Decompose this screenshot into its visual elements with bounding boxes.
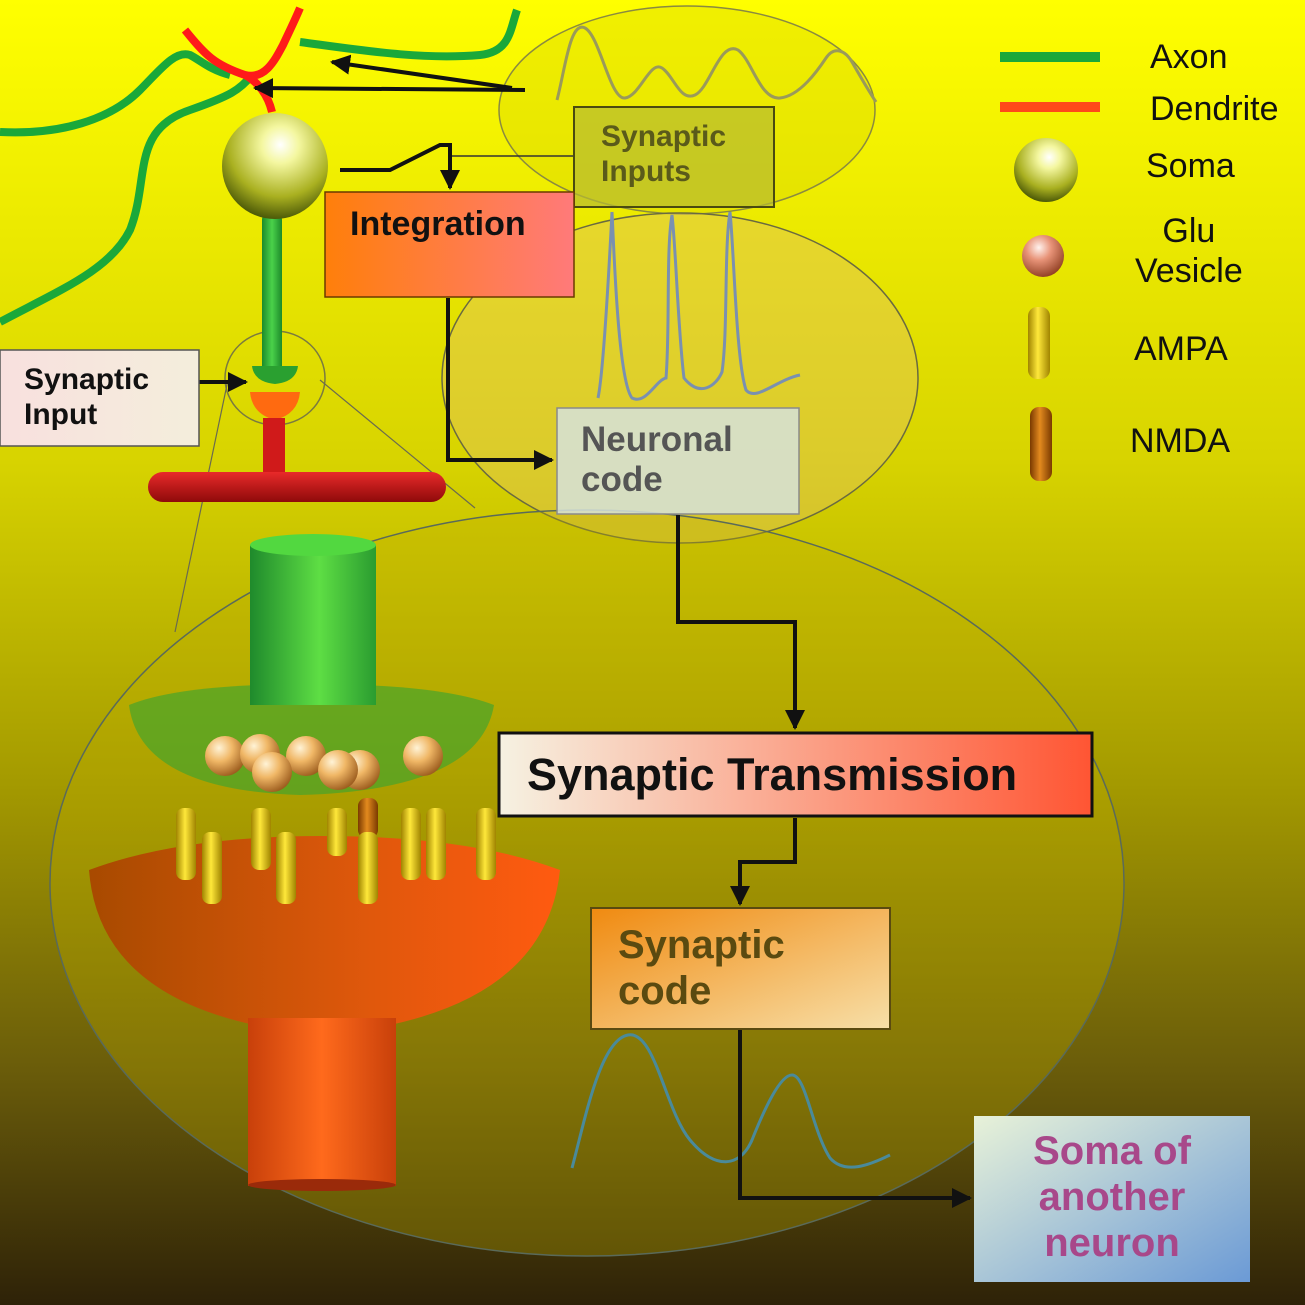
presynaptic-cylinder [250, 545, 376, 705]
transmission-to-synaptic-code-arrow [730, 818, 797, 906]
receptors [176, 798, 496, 904]
axon-path-2 [0, 72, 256, 326]
switch-arrow-to-integration [340, 143, 460, 190]
synaptic-input-box-bg [0, 349, 200, 447]
input-arrow-to-dendrite [253, 78, 526, 99]
synaptic-code-to-soma-arrow [738, 1030, 972, 1208]
vesicle [286, 736, 326, 776]
legend-soma-label: Soma [1146, 147, 1235, 185]
synaptic-transmission-label: Synaptic Transmission [527, 749, 1018, 800]
postsynaptic-cylinder-base [248, 1179, 396, 1191]
dendrite-bar [148, 472, 446, 502]
legend-glu-vesicle-icon [1022, 235, 1064, 277]
dendrite-spine [263, 418, 285, 480]
synaptic-transmission-box-bg [497, 731, 1094, 818]
ampa-receptor [327, 808, 347, 856]
vesicle [205, 736, 245, 776]
legend-nmda-label: NMDA [1130, 422, 1231, 460]
zoom-line-left [174, 379, 229, 633]
legend-soma-icon [1014, 138, 1078, 202]
zoom-line-right [319, 379, 476, 509]
soma-of-another-neuron-box-bg [974, 1116, 1250, 1282]
presynaptic-cylinder-top [250, 534, 376, 556]
ampa-receptor [401, 808, 421, 880]
small-presynaptic-cup [252, 366, 298, 384]
axon-path-1 [0, 50, 232, 137]
legend-ampa-icon [1028, 307, 1050, 379]
synaptic-code-label: Synaptic code [618, 923, 785, 1013]
small-postsynaptic-cup [250, 392, 300, 420]
synaptic-inputs-label: Synaptic Inputs [601, 120, 727, 188]
ampa-receptor [202, 832, 222, 904]
ampa-receptor [426, 808, 446, 880]
integration-box-bg [324, 191, 575, 298]
vesicle [318, 750, 358, 790]
soma-sphere [222, 113, 328, 219]
soma-of-another-neuron-label: Soma of another neuron [1033, 1129, 1191, 1265]
legend-ampa-label: AMPA [1134, 330, 1228, 368]
neuronal-code-box-bg [556, 407, 800, 515]
vesicles [205, 734, 443, 792]
axon-path-3 [299, 8, 521, 61]
axon-stem [262, 210, 282, 380]
neuronal-code-spike-trace [596, 211, 801, 401]
neuronal-code-label: Neuronal code [581, 420, 733, 500]
input-arrow-to-axon [330, 54, 513, 90]
integration-to-neuronal-code-arrow [446, 298, 554, 470]
synaptic-input-label: Synaptic Input [24, 363, 150, 431]
legend-dendrite-label: Dendrite [1150, 90, 1279, 128]
postsynaptic-cylinder [248, 1018, 396, 1186]
synaptic-inputs-trace [555, 25, 878, 103]
ampa-receptor [276, 832, 296, 904]
vesicle [252, 752, 292, 792]
dendrite-path-1 [181, 6, 304, 80]
legend-axon-label: Axon [1150, 38, 1228, 76]
synaptic-code-trace [570, 1033, 891, 1169]
legend-glu-vesicle-label: Glu Vesicle [1135, 212, 1243, 291]
ampa-receptor [176, 808, 196, 880]
vesicle [403, 736, 443, 776]
nmda-receptor [358, 798, 378, 838]
synaptic-inputs-box-bg [573, 106, 775, 208]
synaptic-code-box-bg [590, 907, 891, 1030]
legend-nmda-icon [1030, 407, 1052, 481]
integration-label: Integration [350, 205, 526, 243]
ampa-receptor [358, 832, 378, 904]
ampa-receptor [476, 808, 496, 880]
neuronal-code-to-transmission-arrow [676, 515, 805, 730]
ampa-receptor [251, 808, 271, 870]
